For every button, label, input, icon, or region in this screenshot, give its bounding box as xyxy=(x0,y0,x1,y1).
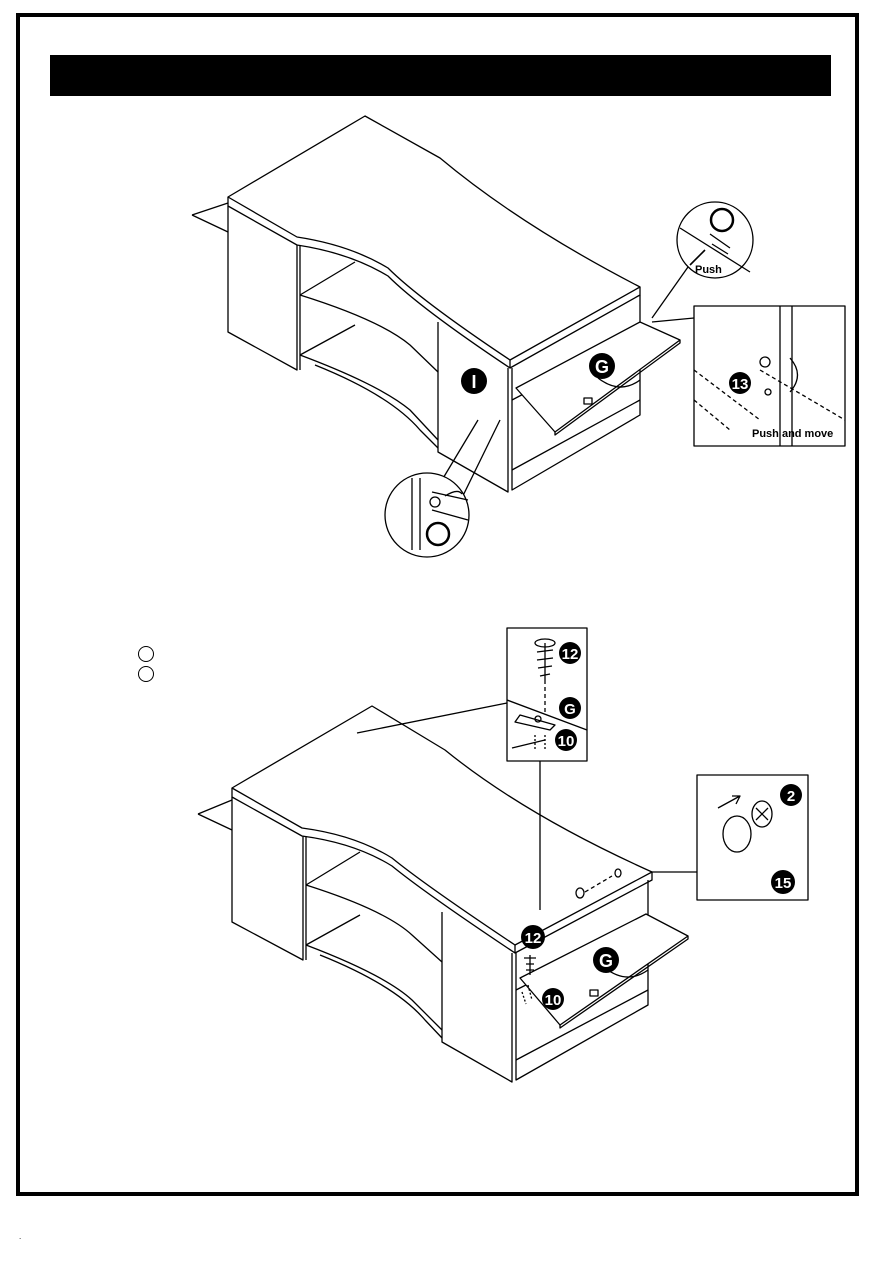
push-label: Push xyxy=(695,264,722,276)
detail-panel-label-g: G xyxy=(564,701,576,718)
push-and-move-label: Push and move xyxy=(752,428,833,440)
part-label-10: 10 xyxy=(545,992,562,1009)
bottom-desk-illustration xyxy=(198,703,772,1082)
legend-circle-1 xyxy=(138,646,154,662)
legend-circle-2 xyxy=(138,666,154,682)
detail-part-label-12: 12 xyxy=(562,646,579,663)
part-label-13: 13 xyxy=(732,376,749,393)
top-desk-illustration xyxy=(192,116,700,512)
panel-label-i: I xyxy=(471,372,476,392)
part-label-2: 2 xyxy=(787,788,795,805)
panel-label-g: G xyxy=(595,357,609,377)
detail-callout-cam-lock xyxy=(385,473,469,557)
bottom-panel-label-g: G xyxy=(599,951,613,971)
detail-callout-push-move xyxy=(694,306,845,446)
part-label-15: 15 xyxy=(775,875,792,892)
part-label-12: 12 xyxy=(525,930,542,947)
page-marker: . xyxy=(19,1232,21,1241)
detail-part-label-10: 10 xyxy=(558,733,575,750)
